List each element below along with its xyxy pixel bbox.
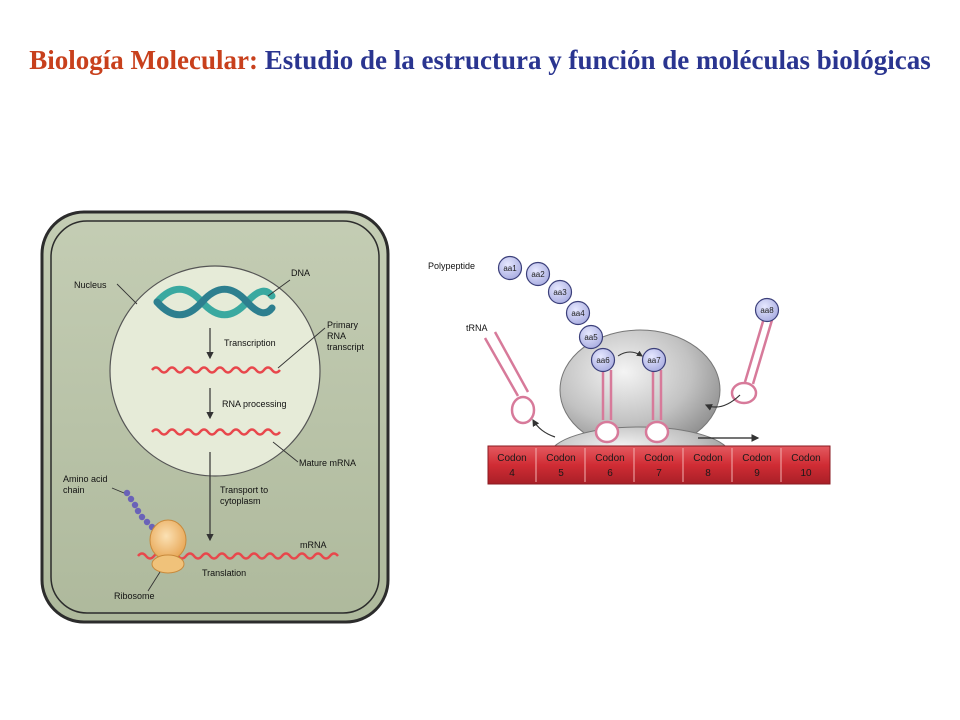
label-transport-1: Transport to: [220, 485, 268, 495]
leader-lines: [111, 279, 326, 592]
codon-labels: Codon 4 Codon 5 Codon 6 Codon 7 Codon 8 Codon 9 Codo…: [497, 453, 820, 479]
amino-acid-label: aa7: [647, 356, 661, 365]
codon-number: 8: [705, 468, 711, 479]
codon-number: 9: [754, 468, 760, 479]
amino-acid-label: aa2: [531, 270, 545, 279]
arrow-peptide-transfer: [617, 350, 643, 357]
codon-dividers: [535, 448, 782, 482]
cell-diagram: Nucleus DNA Transcription Primary RNA tr…: [40, 210, 390, 624]
amino-acid-bead: aa8: [754, 297, 780, 323]
label-ribosome: Ribosome: [114, 591, 155, 601]
codon-word: Codon: [595, 453, 624, 464]
translation-diagram: Codon 4 Codon 5 Codon 6 Codon 7 Codon 8 Codon 9 Codo…: [428, 255, 831, 485]
label-dna: DNA: [291, 268, 310, 278]
amino-acid-bead: aa6: [590, 347, 616, 373]
amino-acid-label: aa6: [596, 356, 610, 365]
arrow-trna-exit: [532, 418, 556, 438]
amino-acid-label: aa8: [760, 306, 774, 315]
label-mature-mrna: Mature mRNA: [299, 458, 356, 468]
amino-acid-bead: aa5: [578, 324, 604, 350]
amino-acid-chain: [123, 489, 156, 531]
title-rest: Estudio de la estructura y función de mo…: [264, 45, 931, 75]
amino-acid-bead: aa1: [497, 255, 523, 281]
mrna-codon-strip: [487, 445, 831, 485]
codon-word: Codon: [644, 453, 673, 464]
label-amino-acid-1: Amino acid: [63, 474, 108, 484]
label-polypeptide: Polypeptide: [428, 261, 475, 271]
primary-rna-strand: [151, 366, 281, 374]
codon-number: 5: [558, 468, 564, 479]
polypeptide-chain: aa1 aa2 aa3 aa4 aa5 aa6 aa7 aa8: [497, 255, 780, 373]
page-title: Biología Molecular: Estudio de la estruc…: [0, 42, 960, 78]
label-primary-3: transcript: [327, 342, 365, 352]
label-transport-2: cytoplasm: [220, 496, 261, 506]
label-rna-processing: RNA processing: [222, 399, 287, 409]
label-nucleus: Nucleus: [74, 280, 107, 290]
dna-helix: [153, 285, 276, 319]
codon-number: 10: [800, 468, 812, 479]
mature-mrna-strand: [151, 428, 281, 436]
arrow-trna-enter: [704, 394, 741, 411]
codon-number: 6: [607, 468, 613, 479]
label-trna: tRNA: [466, 323, 488, 333]
codon-number: 7: [656, 468, 662, 479]
label-mrna: mRNA: [300, 540, 327, 550]
title-accent: Biología Molecular:: [29, 45, 258, 75]
label-amino-acid-2: chain: [63, 485, 85, 495]
trna-molecules: [483, 317, 774, 444]
amino-acid-bead: aa7: [641, 347, 667, 373]
codon-word: Codon: [497, 453, 526, 464]
codon-number: 4: [509, 468, 515, 479]
codon-word: Codon: [693, 453, 722, 464]
label-primary-2: RNA: [327, 331, 346, 341]
amino-acid-bead: aa3: [547, 279, 573, 305]
amino-acid-label: aa5: [584, 333, 598, 342]
label-transcription: Transcription: [224, 338, 276, 348]
cell-ribosome: [149, 519, 187, 574]
amino-acid-label: aa3: [553, 288, 567, 297]
amino-acid-bead: aa2: [525, 261, 551, 287]
amino-acid-label: aa4: [571, 309, 585, 318]
codon-word: Codon: [791, 453, 820, 464]
codon-word: Codon: [742, 453, 771, 464]
cell-membrane-inner: [50, 220, 380, 614]
label-primary-1: Primary: [327, 320, 358, 330]
codon-word: Codon: [546, 453, 575, 464]
label-translation: Translation: [202, 568, 246, 578]
amino-acid-bead: aa4: [565, 300, 591, 326]
amino-acid-label: aa1: [503, 264, 517, 273]
